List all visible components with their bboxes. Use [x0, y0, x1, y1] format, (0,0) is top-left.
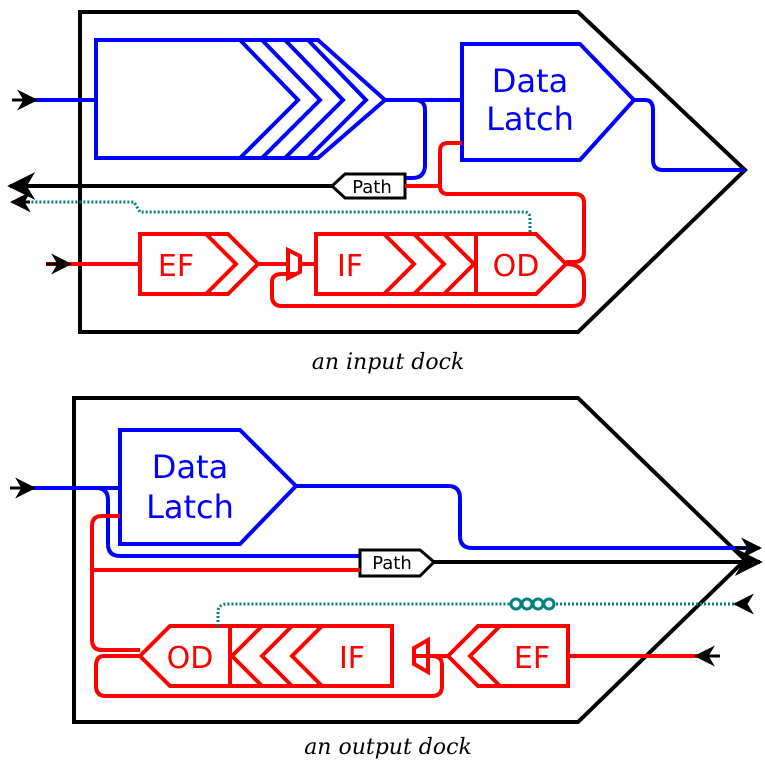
output-control-lines [90, 514, 700, 698]
output-od-block [137, 624, 232, 688]
output-dock-frame [72, 396, 748, 724]
input-data-lines [32, 98, 745, 180]
output-if-label: IF [339, 641, 365, 676]
input-fifo-block [94, 38, 389, 160]
input-dock-frame [78, 10, 748, 334]
output-od-label: OD [167, 641, 214, 676]
input-data-latch [460, 42, 637, 162]
output-path-label: Path [372, 553, 412, 574]
output-ef-label: EF [514, 641, 550, 676]
input-data-latch-line1: Data [492, 62, 568, 100]
output-if-block [228, 624, 394, 688]
input-control-lines [46, 141, 586, 308]
output-data-latch-line2: Latch [146, 488, 234, 526]
input-dock: Data Latch Path EF [7, 10, 748, 375]
output-dotted-line [216, 602, 740, 626]
input-valve [286, 246, 302, 282]
output-ef-block [445, 624, 570, 688]
input-dotted-line [30, 200, 532, 232]
input-if-label: IF [337, 249, 363, 284]
input-path-label: Path [352, 177, 392, 198]
input-od-block [474, 232, 569, 296]
output-valve [412, 636, 430, 676]
input-ef-block [138, 232, 261, 296]
input-ef-label: EF [158, 249, 194, 284]
output-dock: Data Latch Path OD [10, 396, 763, 760]
output-dock-caption: an output dock [304, 735, 472, 760]
output-data-latch [118, 428, 299, 546]
input-dock-caption: an input dock [312, 350, 465, 375]
input-od-label: OD [493, 249, 540, 284]
output-coil-icon [509, 597, 556, 611]
output-data-lines [28, 484, 748, 558]
output-data-latch-line1: Data [152, 448, 228, 486]
input-data-latch-line2: Latch [486, 100, 574, 138]
